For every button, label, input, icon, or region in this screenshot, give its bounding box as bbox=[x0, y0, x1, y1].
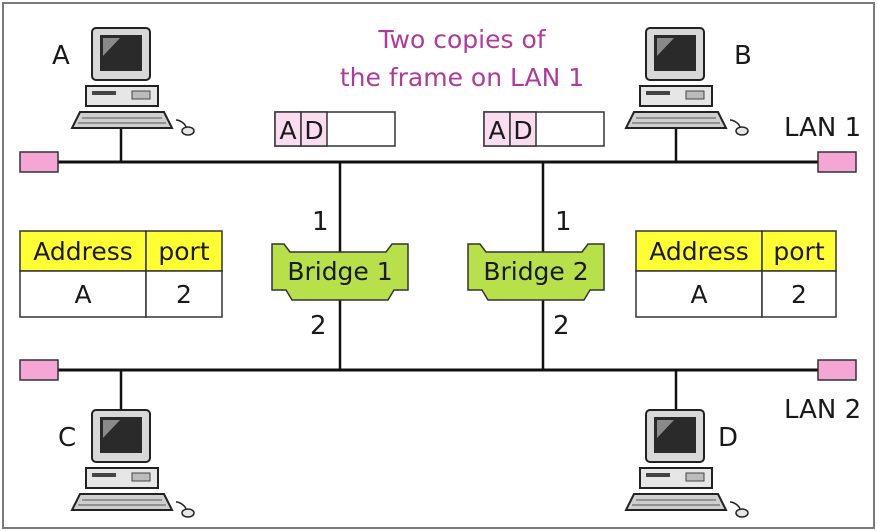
frame-copy-left: A D bbox=[274, 111, 396, 147]
forwarding-table-left: Address port A 2 bbox=[19, 230, 223, 318]
bridge-2-label: Bridge 2 bbox=[483, 257, 588, 286]
table-left-cell-port: 2 bbox=[176, 280, 192, 309]
table-right-header-address: Address bbox=[649, 237, 749, 266]
bridge-2: Bridge 2 bbox=[467, 243, 605, 301]
caption-line-1: Two copies of bbox=[377, 25, 546, 54]
lan2-right-terminator bbox=[817, 359, 857, 381]
station-label-c: C bbox=[58, 423, 76, 453]
caption-line-2: the frame on LAN 1 bbox=[340, 63, 584, 92]
frame-right-dst: D bbox=[513, 116, 532, 145]
frame-left-dst: D bbox=[304, 116, 323, 145]
station-label-d: D bbox=[718, 423, 738, 453]
lan1-left-terminator bbox=[19, 151, 59, 173]
lan1-right-terminator bbox=[817, 151, 857, 173]
bridge-1: Bridge 1 bbox=[271, 243, 409, 301]
bridge-2-port-1: 1 bbox=[555, 207, 572, 237]
lan2-left-terminator bbox=[19, 359, 59, 381]
station-label-b: B bbox=[734, 41, 752, 71]
bridge-2-port-2: 2 bbox=[553, 311, 570, 341]
table-right-cell-port: 2 bbox=[791, 280, 807, 309]
table-left-header-address: Address bbox=[33, 237, 133, 266]
frame-right-src: A bbox=[488, 116, 505, 145]
station-label-a: A bbox=[52, 41, 70, 71]
lan2-label: LAN 2 bbox=[784, 395, 861, 425]
frame-left-src: A bbox=[279, 116, 296, 145]
table-left-header-port: port bbox=[158, 237, 209, 266]
table-right-header-port: port bbox=[773, 237, 824, 266]
lan1-label: LAN 1 bbox=[784, 113, 861, 143]
frame-copy-right: A D bbox=[483, 111, 605, 147]
table-left-cell-address: A bbox=[74, 280, 91, 309]
forwarding-table-right: Address port A 2 bbox=[635, 230, 837, 318]
bridge-1-port-2: 2 bbox=[310, 311, 327, 341]
bridge-1-label: Bridge 1 bbox=[287, 257, 392, 286]
bridge-1-port-1: 1 bbox=[312, 207, 329, 237]
table-right-cell-address: A bbox=[690, 280, 707, 309]
